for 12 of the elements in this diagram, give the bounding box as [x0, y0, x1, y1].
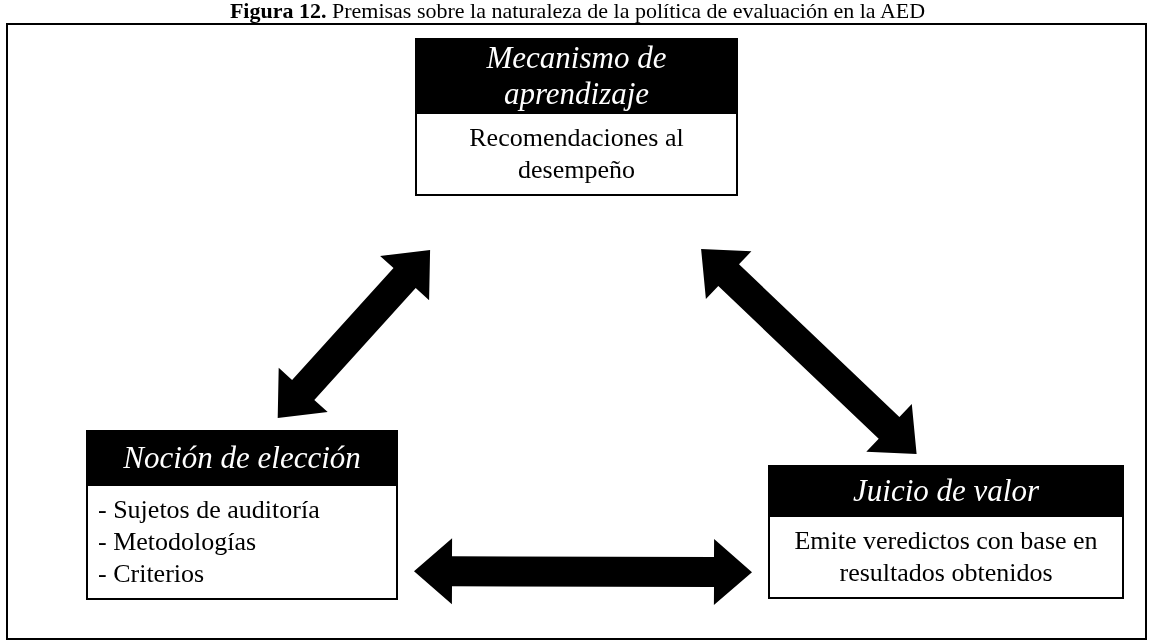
list-item: - Criterios	[98, 558, 206, 590]
heading-box: Juicio de valor	[768, 465, 1124, 517]
list-item: - Sujetos de auditoría	[98, 494, 321, 526]
double-arrow	[414, 538, 752, 606]
list-item: - Metodologías	[98, 526, 258, 558]
heading-box: Noción de elección	[86, 430, 398, 486]
description-text: Emite veredictos con base en resultados obtenidos	[793, 525, 1099, 589]
figure-title: Figura 12. Premisas sobre la naturaleza de la política de evaluación en la AED	[228, 0, 927, 22]
heading-box: Mecanismo de aprendizaje	[415, 38, 738, 114]
description-text: Recomendaciones al desempeño	[468, 122, 685, 186]
double-arrow	[277, 249, 431, 419]
double-arrow	[701, 249, 917, 454]
